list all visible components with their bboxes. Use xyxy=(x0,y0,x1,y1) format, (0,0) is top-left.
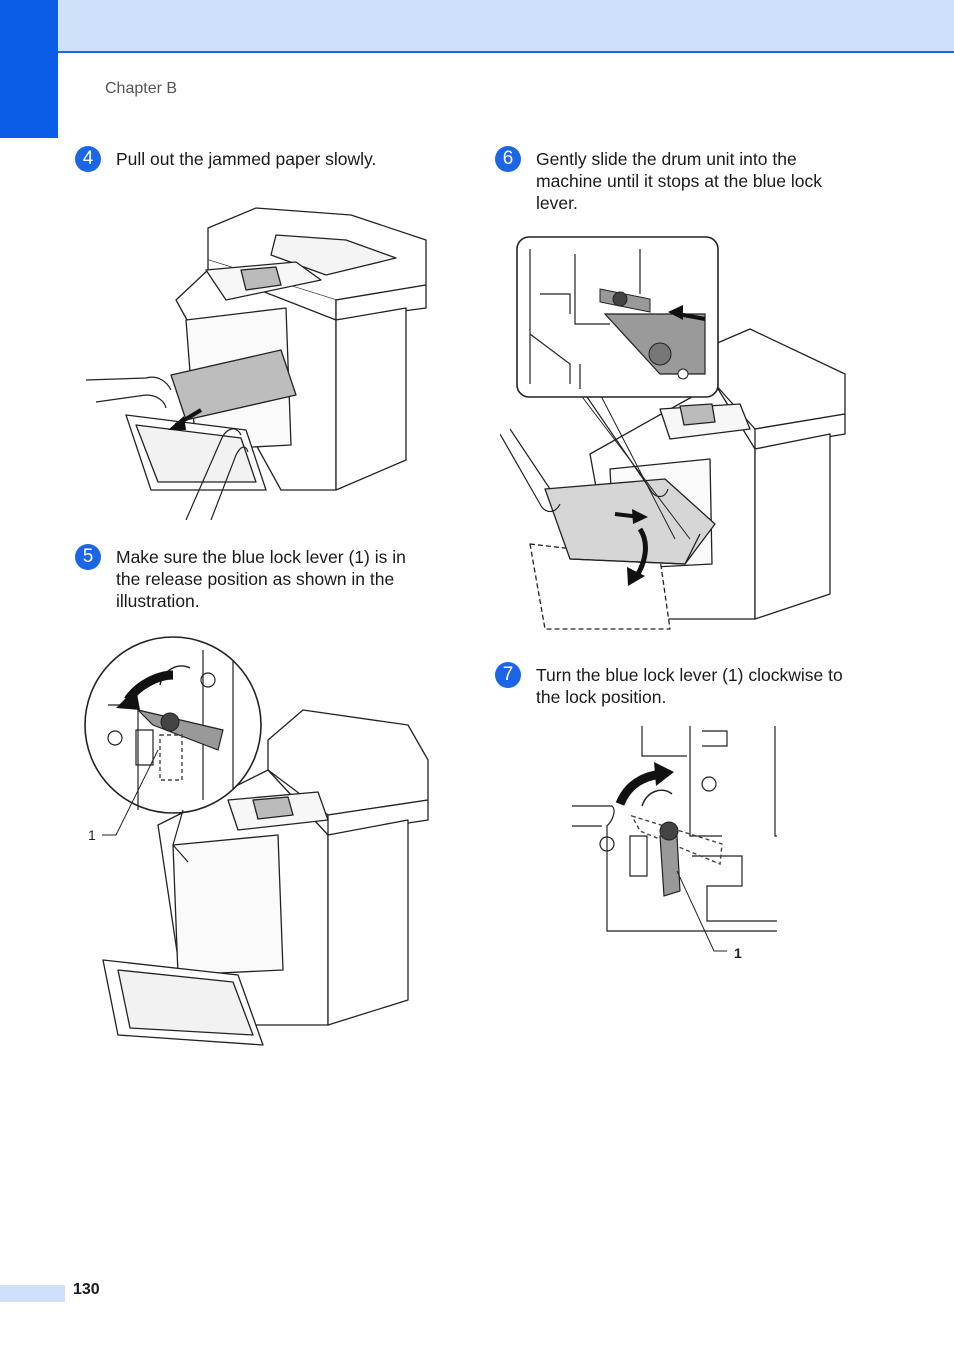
step-5: 5 Make sure the blue lock lever (1) is i… xyxy=(75,544,435,616)
step-4: 4 Pull out the jammed paper slowly. xyxy=(75,146,415,176)
lock-release-illustration xyxy=(84,636,429,1046)
step-text: Turn the blue lock lever (1) clockwise t… xyxy=(536,665,843,707)
step-number-badge: 5 xyxy=(75,544,101,570)
callout-label: 1 xyxy=(734,945,742,961)
printer-illustration xyxy=(86,207,427,520)
step-number-badge: 7 xyxy=(495,662,521,688)
step-number-badge: 6 xyxy=(495,146,521,172)
step-text: Gently slide the drum unit into the mach… xyxy=(536,149,822,213)
step-number-badge: 4 xyxy=(75,146,101,172)
figure-pull-paper xyxy=(86,190,431,520)
insert-drum-illustration xyxy=(500,236,846,630)
figure-insert-drum xyxy=(500,234,852,636)
figure-lock-position: 1 xyxy=(572,726,782,966)
step-text: Pull out the jammed paper slowly. xyxy=(116,149,377,169)
callout-label: 1 xyxy=(88,827,96,843)
chapter-tab xyxy=(0,0,58,138)
chapter-label: Chapter B xyxy=(105,80,178,97)
lock-position-illustration xyxy=(572,726,777,952)
step-6: 6 Gently slide the drum unit into the ma… xyxy=(495,146,865,218)
step-7: 7 Turn the blue lock lever (1) clockwise… xyxy=(495,662,865,712)
figure-lock-release: 1 xyxy=(78,630,438,1050)
header-band xyxy=(0,0,954,53)
page-number-bar xyxy=(0,1285,65,1302)
step-text: Make sure the blue lock lever (1) is in … xyxy=(116,547,406,611)
page-number: 130 xyxy=(73,1281,100,1298)
